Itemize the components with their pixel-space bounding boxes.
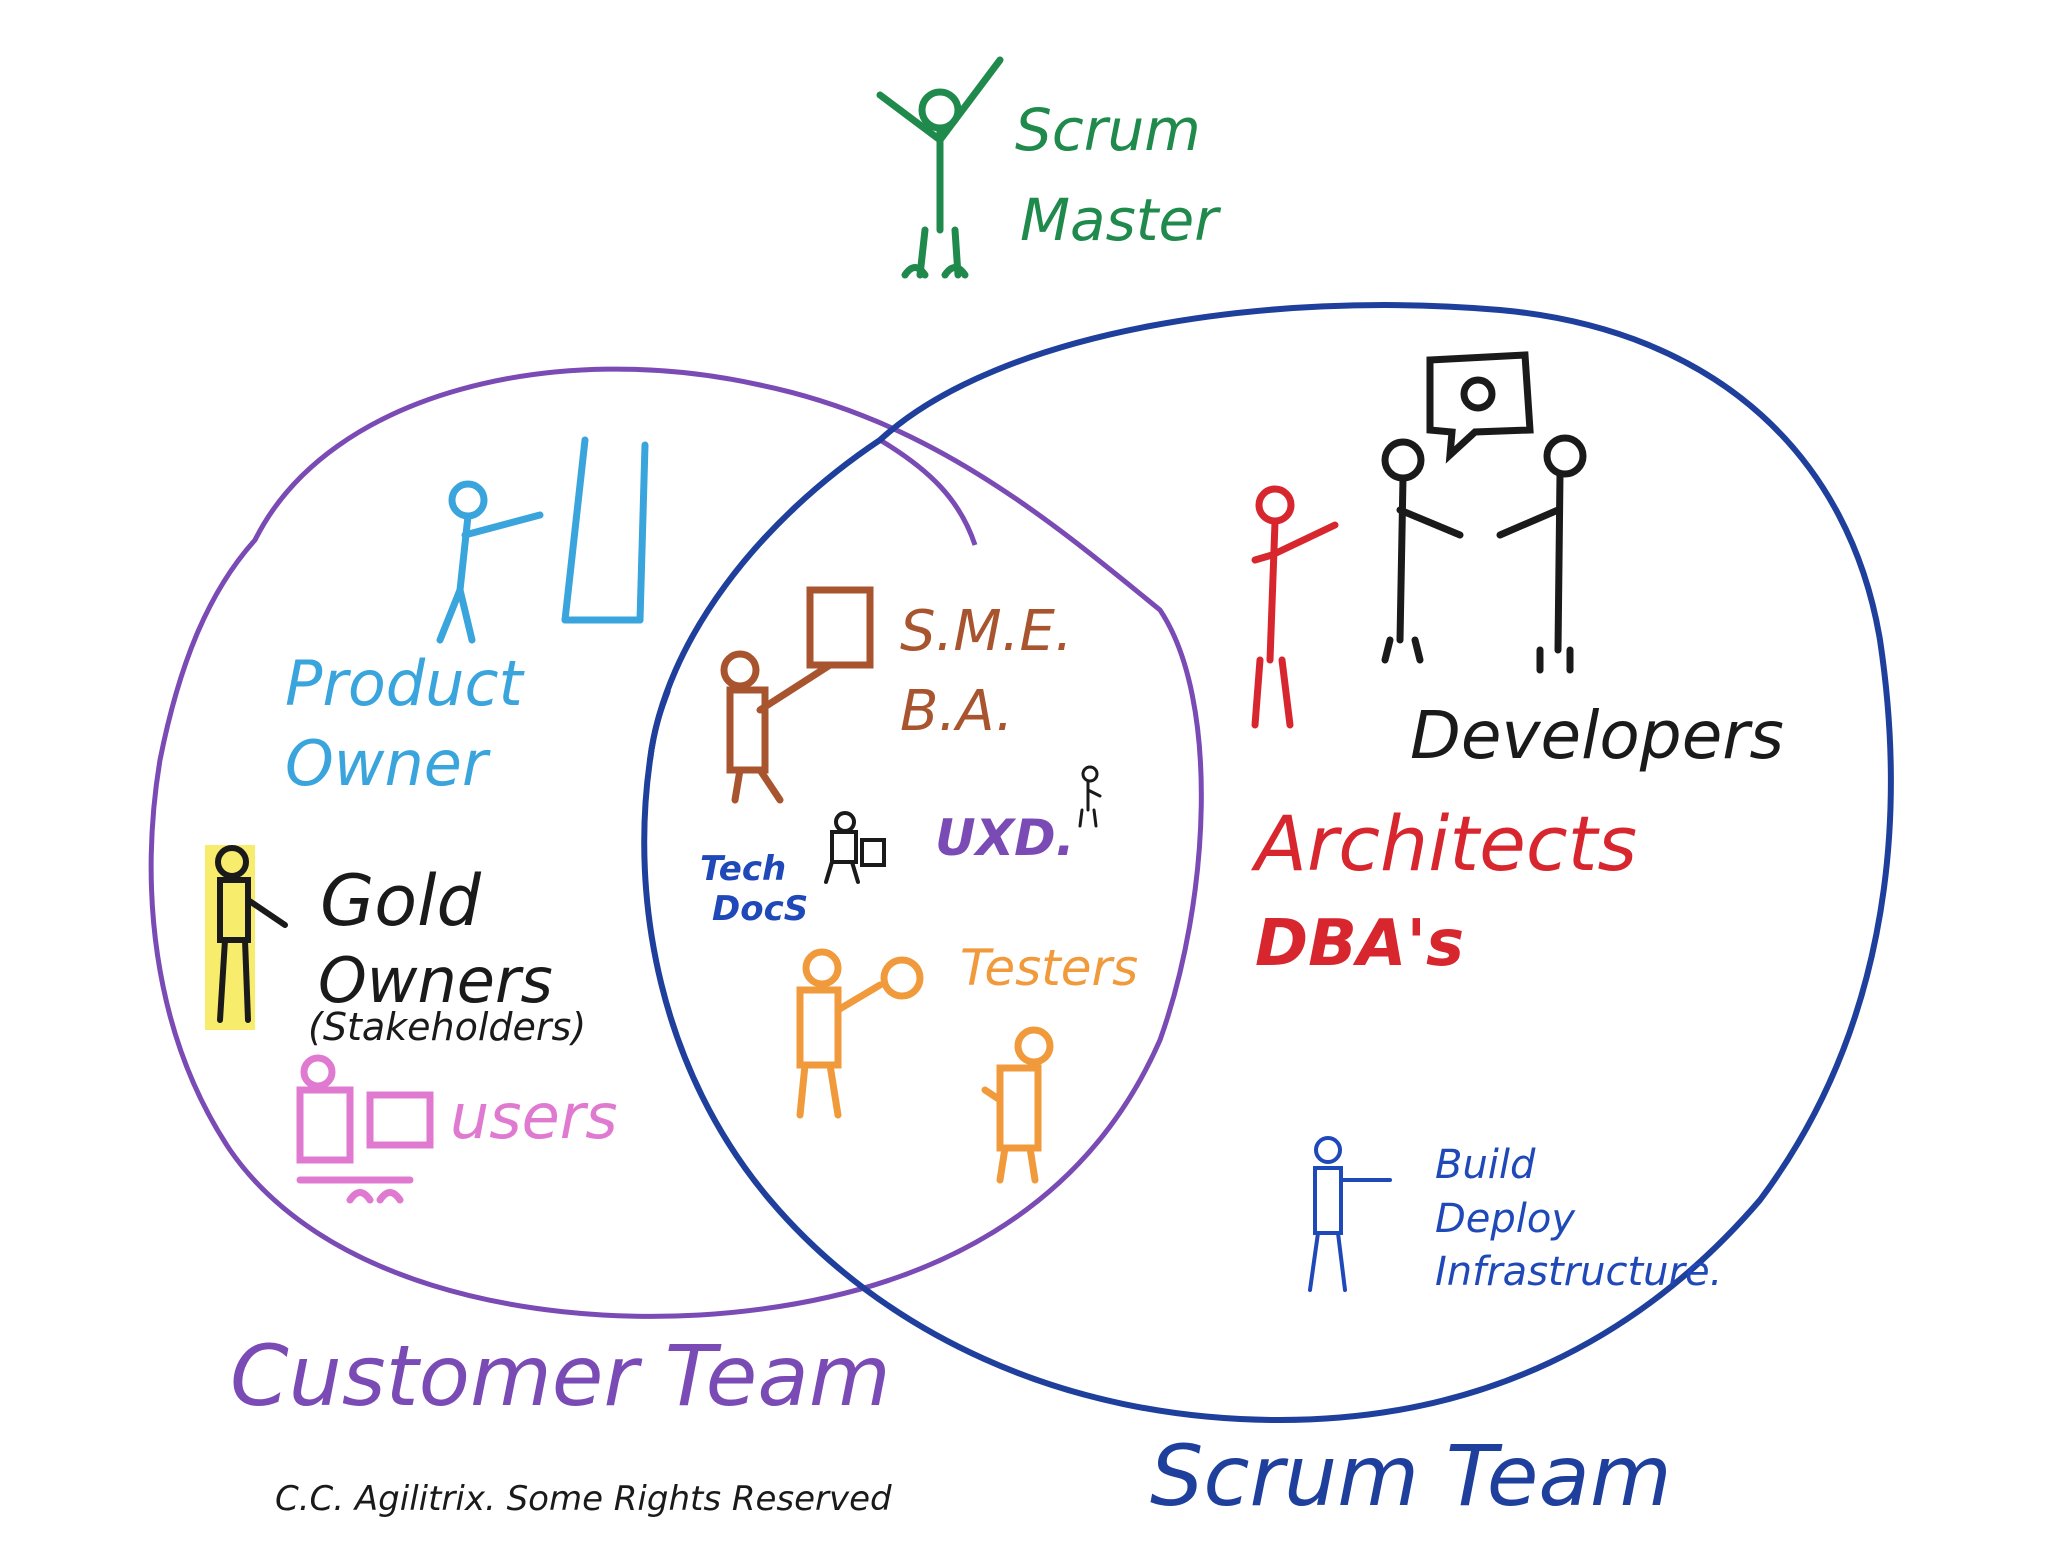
scrum-team-circle-start [647,689,671,761]
uxd-label: UXD. [935,809,1075,867]
architects-figure [1251,485,1339,729]
gold-owners-label-line2: Owners [318,944,553,1017]
developers-figure [1381,351,1587,674]
scrum-master-label-line1: Scrum [1015,96,1201,164]
testers-figure-1 [796,948,924,1119]
users-figure [296,1054,434,1204]
sme-ba-figure [720,586,874,804]
build-deploy-figure [1308,1136,1392,1292]
customer-team-label: Customer Team [230,1327,891,1425]
customer-team-circle-tail [878,437,978,546]
tech-docs-label-line1: Tech [700,849,786,889]
credit-line: C.C. Agilitrix. Some Rights Reserved [275,1479,892,1519]
build-label-line3: Infrastructure. [1435,1249,1722,1295]
gold-owners-label-line1: Gold [320,860,482,942]
testers-figure-2 [981,1026,1054,1184]
architects-label: Architects [1250,799,1637,888]
developers-label: Developers [1410,697,1784,774]
build-label-line2: Deploy [1435,1196,1576,1242]
tech-docs-figure [824,811,886,884]
dbas-label: DBA's [1255,907,1464,981]
product-owner-label-line1: Product [285,647,526,720]
scrum-master-figure [876,56,1004,279]
users-label: users [450,1080,618,1153]
build-label-line1: Build [1435,1142,1536,1188]
product-owner-figure [436,436,649,644]
customer-team-circle [148,366,1204,1319]
testers-label: Testers [960,939,1138,997]
tech-docs-label-line2: DocS [712,889,808,929]
sme-label: S.M.E. [900,599,1073,664]
gold-owners-figure [215,845,288,1023]
uxd-figure [1078,765,1102,828]
product-owner-label-line2: Owner [285,727,491,800]
scrum-team-circle [641,302,1894,1424]
ba-label: B.A. [900,679,1013,744]
scrum-master-label-line2: Master [1020,186,1221,254]
gold-owners-label-line3: (Stakeholders) [308,1005,586,1049]
scrum-team-label: Scrum Team [1150,1427,1672,1525]
